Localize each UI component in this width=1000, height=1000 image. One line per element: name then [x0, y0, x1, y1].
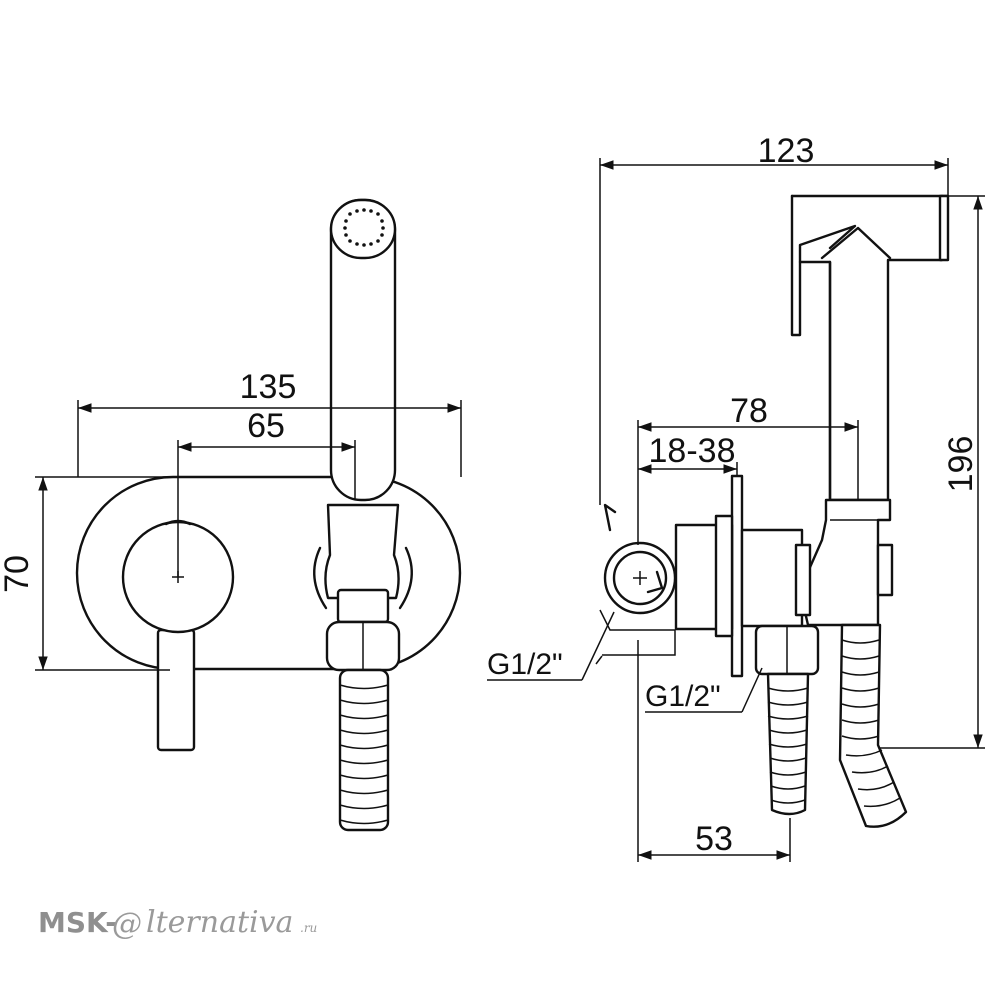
wall-plate — [75, 475, 462, 671]
lever-handle — [156, 628, 196, 752]
dim-65: 65 — [247, 407, 285, 445]
front-view: 135 65 70 — [0, 198, 462, 832]
hand-shower-side — [790, 194, 944, 502]
dim-70: 70 — [0, 555, 36, 593]
dim-123: 123 — [758, 132, 815, 170]
side-view: 123 78 18-38 196 53 G1/2" G1/2" — [487, 132, 985, 862]
svg-text:@: @ — [112, 907, 142, 942]
flexible-hose-outlet — [766, 672, 810, 816]
thread-outlet-label: G1/2" — [645, 680, 721, 713]
dim-196: 196 — [942, 436, 980, 493]
dim-135: 135 — [240, 368, 297, 406]
svg-text:lternativa: lternativa — [146, 905, 293, 940]
shower-holder — [324, 503, 400, 600]
svg-text:.ru: .ru — [300, 921, 317, 935]
watermark-logo: MSK- @ lternativa .ru — [38, 905, 317, 942]
svg-text:MSK-: MSK- — [38, 906, 117, 939]
thread-inlet-label: G1/2" — [487, 648, 563, 681]
flexible-hose-holder — [838, 623, 908, 828]
holder-body — [798, 498, 892, 627]
dim-53: 53 — [695, 820, 733, 858]
dim-18-38: 18-38 — [649, 432, 736, 470]
flexible-hose-front — [338, 668, 390, 832]
spray-nozzles — [343, 208, 385, 247]
wall-flange — [730, 474, 744, 678]
dim-78: 78 — [730, 392, 768, 430]
